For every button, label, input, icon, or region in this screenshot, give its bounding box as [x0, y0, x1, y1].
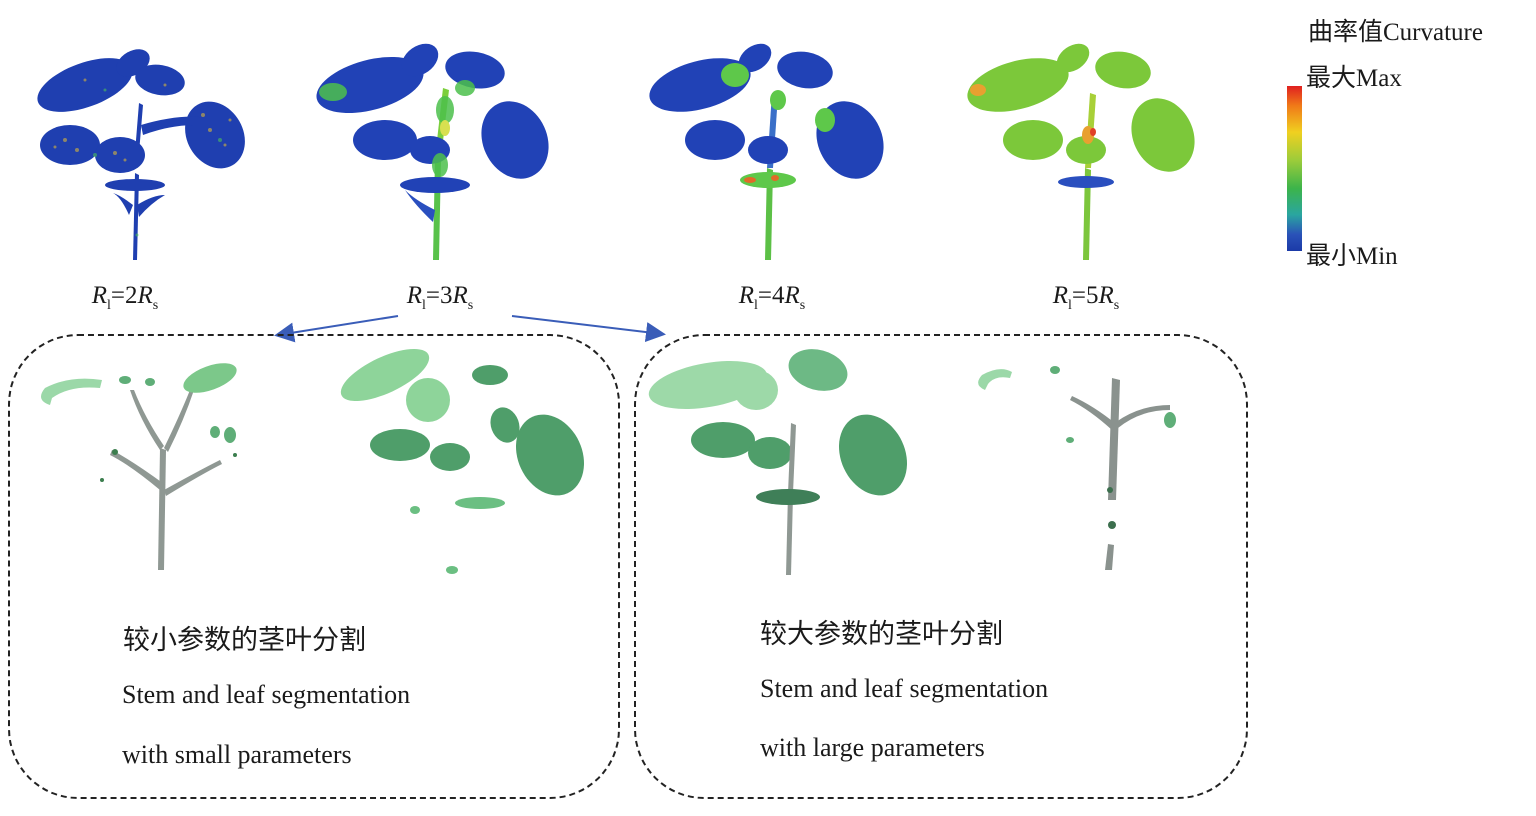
segmentation-box-large	[634, 334, 1248, 799]
plant-curvature-r2	[37, 49, 245, 260]
plant-curvature-r5	[967, 43, 1195, 260]
arrow-to-large	[511, 315, 666, 343]
segmentation-large-en-line2: with large parameters	[760, 733, 985, 762]
segmented-stem-large	[978, 366, 1176, 570]
segmented-leaves-small	[340, 348, 585, 574]
segmentation-large-en-line1: Stem and leaf segmentation	[760, 674, 1049, 703]
arrow-to-small	[274, 315, 399, 343]
param-label-r4: Rl=4Rs	[738, 282, 806, 313]
param-label-r3: Rl=3Rs	[406, 282, 474, 313]
param-label-r5: Rl=5Rs	[1052, 282, 1120, 313]
legend-min-label: 最小Min	[1306, 243, 1398, 270]
curvature-color-bar	[1287, 86, 1302, 251]
param-label-r2: Rl=2Rs	[91, 282, 159, 313]
segmentation-small-en-line2: with small parameters	[122, 740, 352, 769]
segmented-leaves-large	[648, 349, 908, 575]
segmentation-small-cn: 较小参数的茎叶分割	[123, 625, 366, 655]
legend-max-label: 最大Max	[1306, 65, 1402, 92]
legend-title: 曲率值Curvature	[1308, 19, 1483, 46]
segmentation-small-en-line1: Stem and leaf segmentation	[122, 680, 411, 709]
segmented-stem-small	[41, 363, 237, 570]
plant-curvature-r4	[649, 43, 884, 260]
plant-curvature-r3	[316, 43, 549, 260]
segmentation-box-small	[8, 334, 620, 799]
segmentation-large-cn: 较大参数的茎叶分割	[760, 619, 1003, 649]
